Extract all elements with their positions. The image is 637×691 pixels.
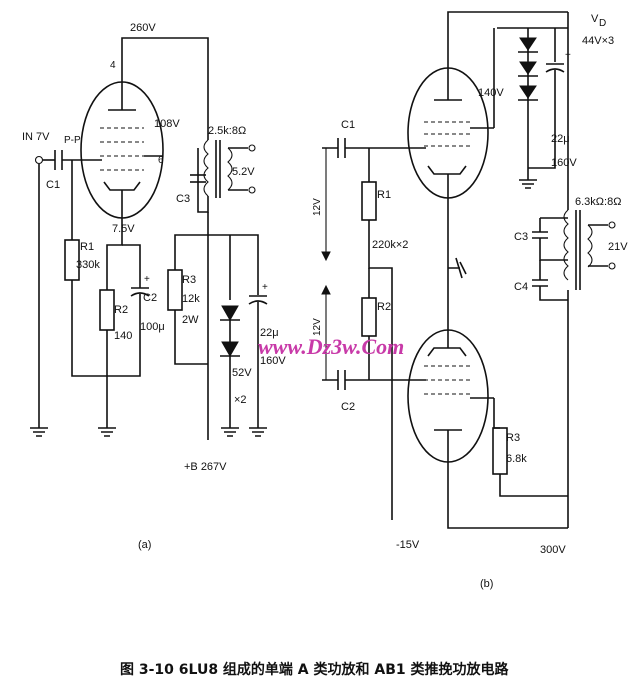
label-c4-b: C4	[514, 281, 528, 293]
label-trans-b: 6.3kΩ:8Ω	[575, 196, 621, 208]
zener-stack-b	[518, 37, 538, 101]
label-in-bot: 12V	[312, 318, 323, 336]
figure-caption: 图 3-10 6LU8 组成的单端 A 类功放和 AB1 类推挽功放电路	[120, 661, 510, 678]
label-zener-n-a: ×2	[234, 394, 247, 406]
label-r3-val-b: 6.8k	[506, 453, 527, 465]
label-out-v-b: 21V	[608, 241, 628, 253]
label-r3-b: R3	[506, 432, 520, 444]
label-tag-b: (b)	[480, 578, 493, 590]
resistor-r2-b	[361, 297, 377, 337]
label-vd-sub: D	[599, 18, 606, 29]
label-cap-v-a: 160V	[260, 355, 286, 367]
label-vd: V	[591, 13, 599, 25]
label-cap-a: 22μ	[260, 327, 279, 339]
label-input: IN 7V	[22, 131, 50, 143]
resistor-r3-b	[492, 427, 508, 475]
input-terminal-a	[34, 155, 44, 165]
watermark: www.Dz3w.Com	[258, 334, 404, 359]
label-c1-b: C1	[341, 119, 355, 131]
label-c2-a: C2	[143, 292, 157, 304]
label-trans-a: 2.5k:8Ω	[208, 125, 246, 137]
svg-text:+: +	[262, 282, 268, 293]
label-c1-a: C1	[46, 179, 60, 191]
label-zener-b: 44V×3	[582, 35, 614, 47]
label-c3-b: C3	[514, 231, 528, 243]
label-c2-b: C2	[341, 401, 355, 413]
label-zener-a: 52V	[232, 367, 252, 379]
label-plate-v-b: 140V	[478, 87, 504, 99]
label-bias-b: -15V	[396, 539, 420, 551]
label-260v: 260V	[130, 22, 156, 34]
resistor-r1-b	[361, 181, 377, 221]
label-r1-b: R1	[377, 189, 391, 201]
label-cap-b: 22μ	[551, 133, 570, 145]
label-out-v-a: 5.2V	[232, 166, 255, 178]
resistor-r3-a	[167, 269, 183, 311]
label-tag-a: (a)	[138, 539, 151, 551]
label-input-sub: P-P	[64, 135, 81, 146]
circuit-a: 260V 4 IN 7V P-P C1 R1 330k 7.5V R2 140 …	[22, 22, 286, 551]
label-plate-v-a: 108V	[154, 118, 180, 130]
label-c2-val-a: 100μ	[140, 321, 165, 333]
label-r-val-b: 220k×2	[372, 239, 408, 251]
label-r3-pw-a: 2W	[182, 314, 199, 326]
label-r3-a: R3	[182, 274, 196, 286]
circuit-b: 140V + V D 44V×3	[312, 11, 628, 590]
resistor-r2-a	[99, 289, 115, 331]
label-r1-val-a: 330k	[76, 259, 100, 271]
label-pin6: 6	[158, 155, 164, 166]
output-transformer-a	[203, 139, 256, 198]
label-bplus-a: +B 267V	[184, 461, 227, 473]
label-r2-b: R2	[377, 301, 391, 313]
label-r1-a: R1	[80, 241, 94, 253]
label-r3-val-a: 12k	[182, 293, 200, 305]
label-supply-b: 300V	[540, 544, 566, 556]
label-in-top: 12V	[312, 198, 323, 216]
label-r2-val-a: 140	[114, 330, 132, 342]
label-r2-a: R2	[114, 304, 128, 316]
label-pin4: 4	[110, 60, 116, 71]
label-cap-v-b: 160V	[551, 157, 577, 169]
output-transformer-b	[563, 209, 616, 290]
label-cathode-v: 7.5V	[112, 223, 135, 235]
label-c3-a: C3	[176, 193, 190, 205]
svg-text:+: +	[144, 274, 150, 285]
zener-diode-a	[220, 305, 240, 428]
